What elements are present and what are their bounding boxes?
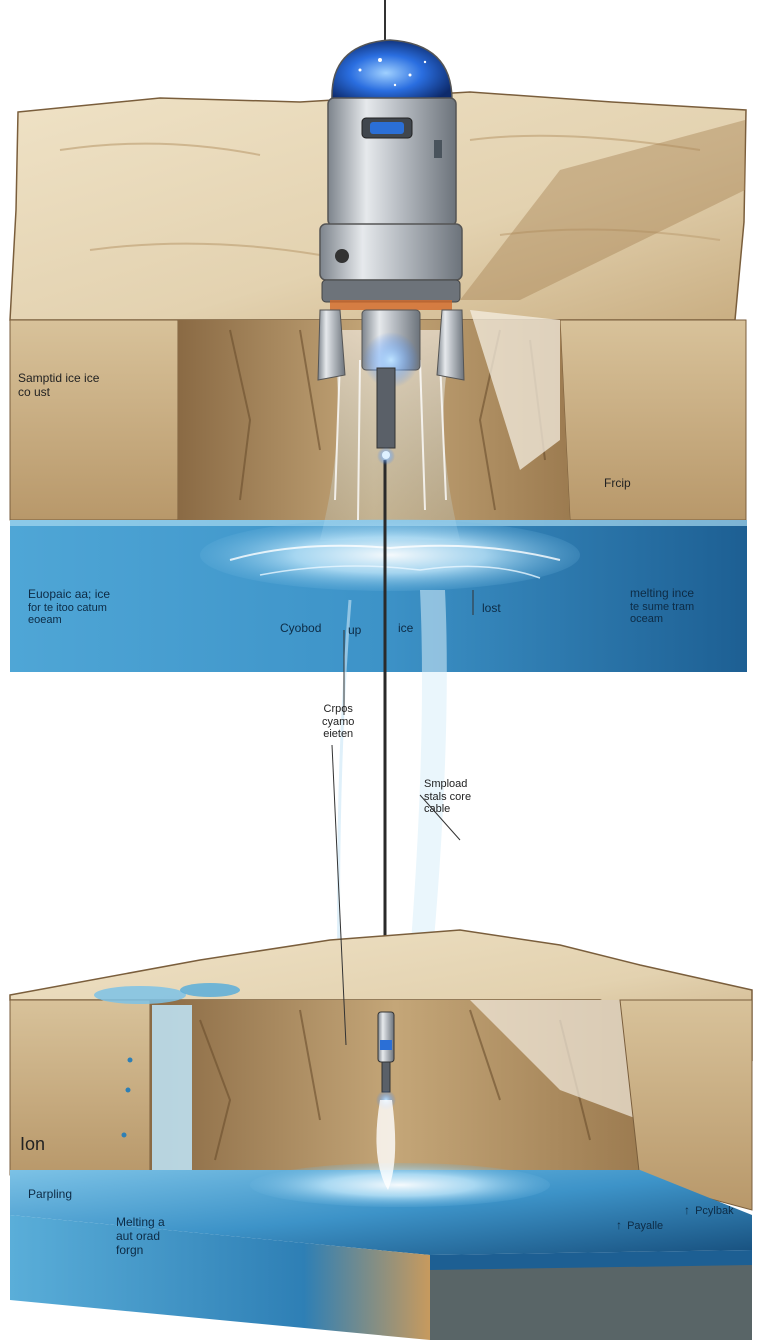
- upper-ocean-band: [10, 519, 747, 672]
- annotation-lines: [331, 590, 474, 1046]
- label-pcylbak: Pcylbak: [684, 1204, 734, 1218]
- cryobot-probe-icon: [317, 39, 465, 465]
- label-parpling: Parpling: [28, 1187, 73, 1201]
- small-probe-icon: [376, 1011, 396, 1190]
- label-payalle: Payalle: [616, 1219, 663, 1233]
- label-melting-ice: melting ince te sume tram oceam: [630, 586, 695, 626]
- upper-ice-block: [9, 91, 747, 521]
- label-cryos-station: Crpos cyamo eieten: [322, 703, 355, 741]
- label-ice: ice: [398, 621, 414, 635]
- label-sampling-ice-crust: Samptid ice ice co ust: [18, 371, 100, 399]
- upper-ice-right-face: [559, 319, 747, 521]
- lower-ocean: [10, 1163, 752, 1340]
- label-lost: lost: [482, 601, 501, 615]
- label-smpload-cable: Smpload stals core cable: [424, 778, 472, 816]
- label-melting-a: Melting a aut orad forgn: [116, 1215, 165, 1257]
- melt-pool: [200, 519, 580, 591]
- lower-ice-block: [9, 929, 753, 1211]
- label-cyobod: Cyobod: [280, 621, 322, 635]
- label-ion: Ion: [20, 1134, 46, 1154]
- upper-ice-left-face: [9, 319, 179, 521]
- label-europa-ice: Euopaic aa; ice for te itoo catum eoeam: [28, 587, 111, 627]
- label-up: up: [348, 623, 362, 637]
- label-frcip: Frcip: [604, 476, 631, 490]
